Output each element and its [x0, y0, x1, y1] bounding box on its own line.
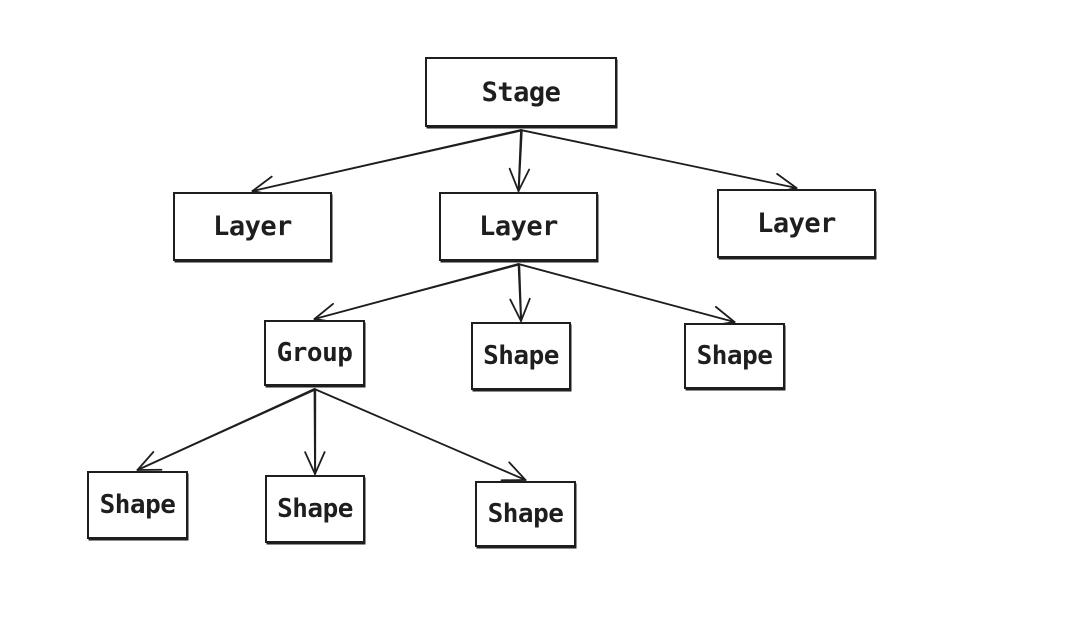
node-layer-middle: Layer — [439, 192, 598, 261]
edge-arrow — [520, 129, 798, 194]
edge-arrow — [313, 388, 527, 482]
edge-arrow — [517, 263, 736, 327]
node-stage: Stage — [425, 57, 617, 127]
edge-arrow — [136, 388, 317, 471]
node-layer-left: Layer — [173, 192, 332, 261]
edge-arrow — [304, 388, 326, 475]
node-layer-right: Layer — [717, 189, 876, 258]
node-shape-layer-2: Shape — [684, 323, 785, 389]
edge-arrow — [508, 129, 531, 192]
node-shape-group-3: Shape — [475, 481, 576, 547]
node-shape-group-2: Shape — [265, 475, 365, 543]
edge-arrow — [313, 263, 521, 324]
edge-arrow — [509, 263, 531, 322]
node-group: Group — [264, 320, 365, 386]
node-shape-group-1: Shape — [87, 471, 188, 539]
edge-arrow — [251, 129, 523, 197]
node-shape-layer-1: Shape — [471, 322, 571, 390]
